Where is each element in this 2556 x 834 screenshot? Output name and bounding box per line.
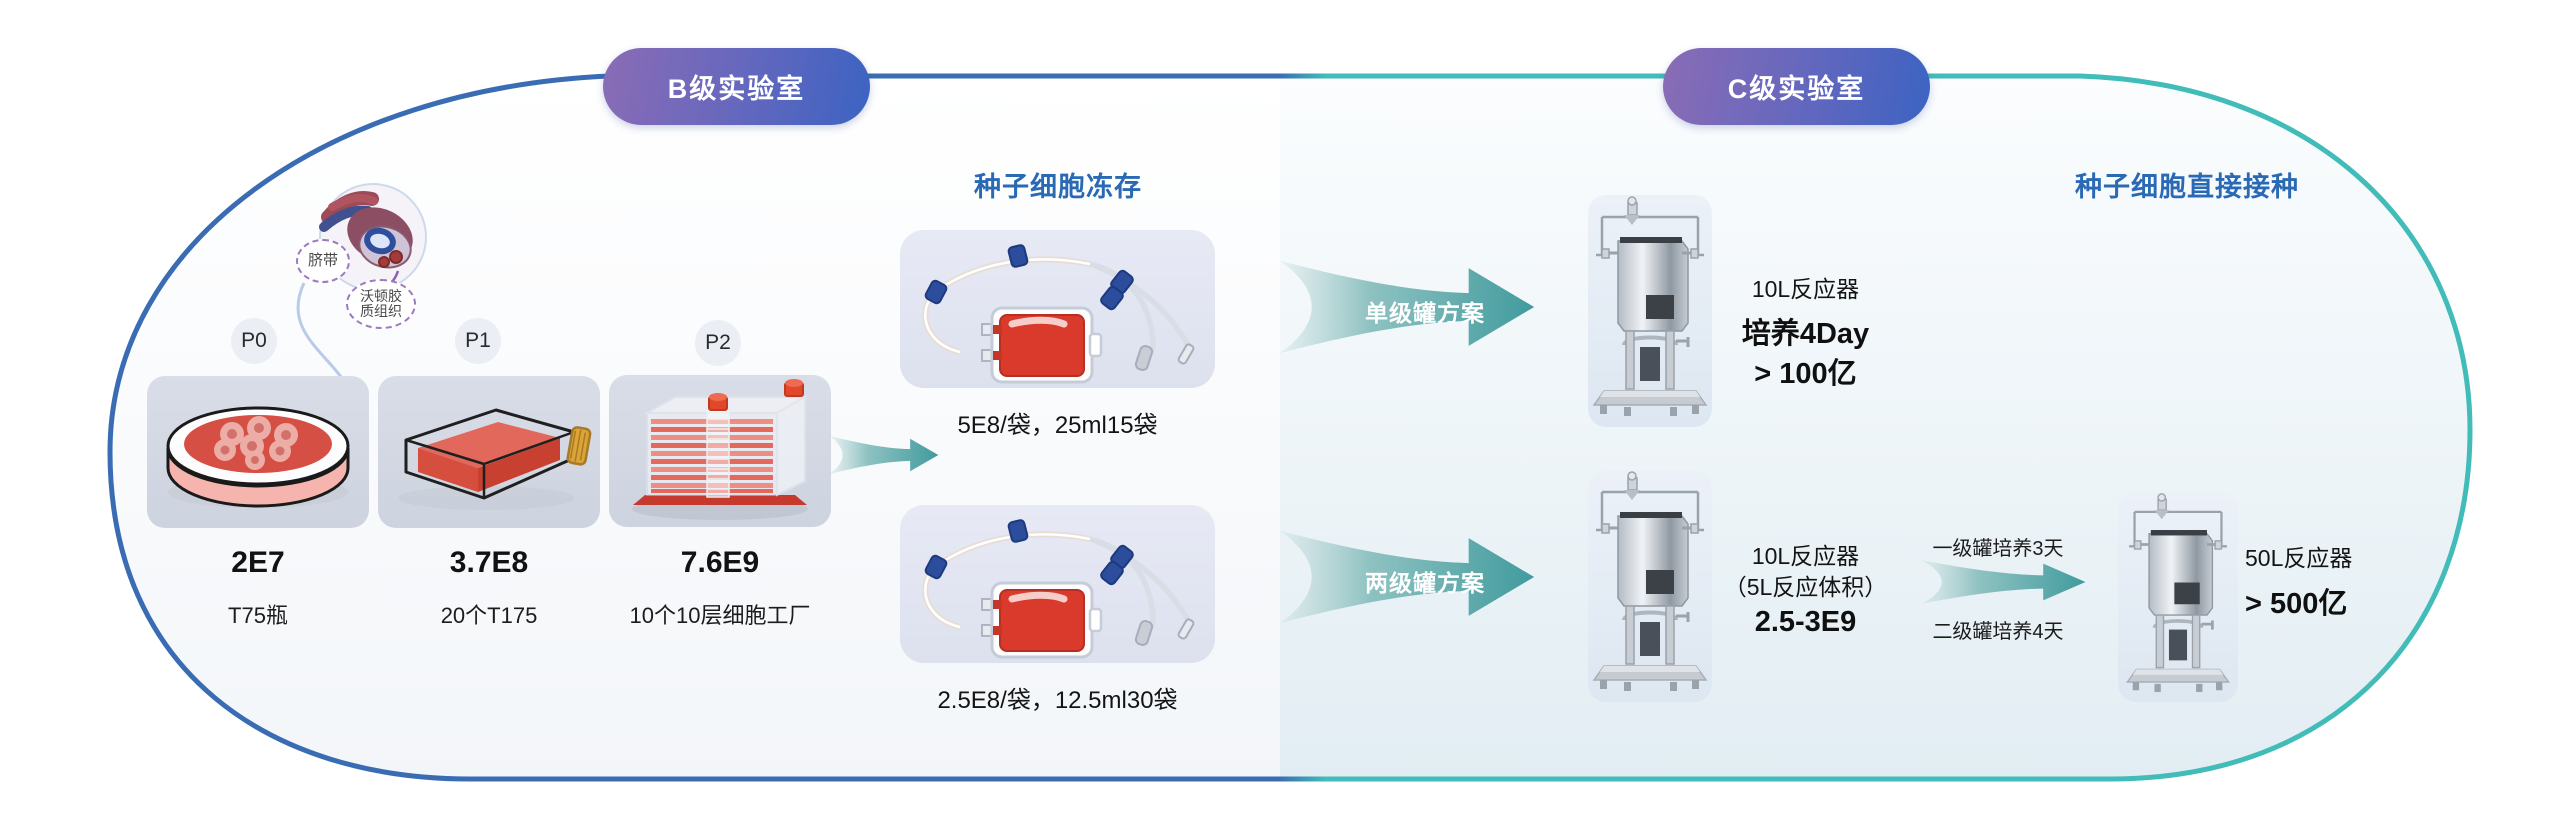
reactor-card-10l-single — [1588, 195, 1712, 427]
bioreactor-illustration — [2125, 493, 2231, 693]
petri-dish-illustration — [166, 406, 350, 508]
cord-to-dish-connector — [296, 282, 348, 385]
wharton-tag: 沃顿胶 质组织 — [346, 279, 416, 329]
stage2-culture-days: 二级罐培养4天 — [1932, 621, 2064, 643]
single-tank-reactor-name: 10L反应器 — [1751, 276, 1860, 302]
cryo-bag-card-2 — [900, 505, 1215, 663]
bioreactor-illustration — [1592, 471, 1708, 691]
stage2-reactor-name: 50L反应器 — [2245, 545, 2353, 571]
stage1-reactor-name: 10L反应器 — [1751, 543, 1860, 569]
cryo-bag-illustration-2 — [922, 519, 1195, 659]
p0-count: 2E7 — [231, 546, 285, 579]
cryo-title: 种子细胞冻存 — [974, 172, 1142, 202]
p1-vessel: 20个T175 — [440, 603, 538, 628]
single-tank-plan-label: 单级罐方案 — [1365, 300, 1485, 326]
reactor-card-10l-stage1 — [1588, 470, 1712, 702]
b-lab-pill: B级实验室 — [603, 48, 870, 125]
p1-count: 3.7E8 — [449, 546, 529, 579]
cell-factory-illustration — [632, 379, 809, 520]
cryo-bag-illustration-1 — [922, 244, 1195, 384]
cord-tag: 脐带 — [296, 239, 350, 283]
stage-p0: P0 — [231, 318, 277, 364]
stage1-to-stage2-arrow — [1920, 556, 2088, 608]
single-tank-culture: 培养4Day — [1741, 318, 1870, 350]
cell-factory-card — [609, 375, 831, 527]
direct-seed-title: 种子细胞直接接种 — [2075, 172, 2299, 202]
stage-p1: P1 — [455, 318, 501, 364]
stage-p2: P2 — [695, 320, 741, 366]
stage1-volume: （5L反应体积） — [1723, 574, 1888, 600]
reactor-card-50l — [2118, 492, 2238, 702]
p2-count: 7.6E9 — [680, 546, 760, 579]
petri-dish-card — [147, 376, 369, 528]
double-tank-plan-label: 两级罐方案 — [1365, 570, 1485, 596]
c-lab-label: C级实验室 — [1727, 74, 1866, 104]
t-flask-card — [378, 376, 600, 528]
single-tank-yield: > 100亿 — [1754, 358, 1857, 390]
t-flask-illustration — [398, 408, 592, 510]
bag2-caption: 2.5E8/袋，12.5ml30袋 — [937, 687, 1178, 714]
stage1-count: 2.5-3E9 — [1754, 606, 1857, 638]
b-lab-label: B级实验室 — [667, 74, 806, 104]
bag1-caption: 5E8/袋，25ml15袋 — [957, 412, 1158, 439]
stage2-yield: > 500亿 — [2245, 588, 2348, 620]
p2-vessel: 10个10层细胞工厂 — [629, 603, 811, 628]
p0-vessel: T75瓶 — [228, 603, 288, 628]
stage1-culture-days: 一级罐培养3天 — [1932, 538, 2064, 560]
bioreactor-illustration — [1592, 196, 1708, 416]
cryo-bag-card-1 — [900, 230, 1215, 388]
c-lab-pill: C级实验室 — [1663, 48, 1930, 125]
